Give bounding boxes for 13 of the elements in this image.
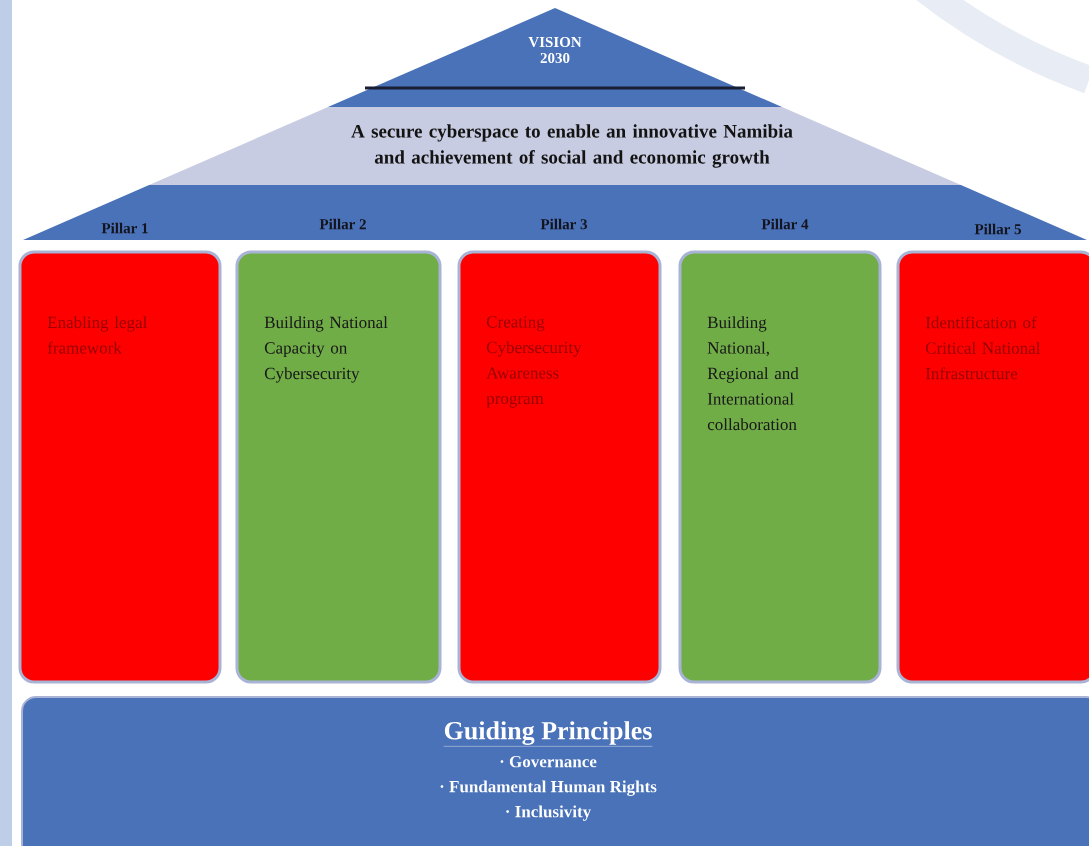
vision-triangle: VISION 2030 <box>328 8 782 107</box>
pillar-box: Pillar 3 Creating Cybersecurity Awareness program <box>457 218 662 684</box>
pillar-box: Pillar 2 Building National Capacity on Cybersecurity <box>235 218 442 684</box>
pillar-box: Pillar 5 Identification of Critical National Infrastructure <box>896 223 1089 684</box>
pillar-box: Pillar 4 Building National, Regional and International collaboration <box>678 218 882 684</box>
node-label: Pillar 2 <box>319 218 366 230</box>
node-label: Pillar 4 <box>761 218 809 230</box>
principles-band: Guiding Principles · Governance · Fundamental Human Rights · Inclusivity <box>21 696 1089 846</box>
node-label: Pillar 3 <box>540 218 588 230</box>
statement-band: A secure cyberspace to enable an innovative Namibia and achievement of social and economic growth <box>149 107 961 185</box>
node-label: Pillar 5 <box>974 223 1022 235</box>
pillar-box: Pillar 1 Enabling legal framework <box>18 222 222 684</box>
node-label: Pillar 1 <box>101 222 148 234</box>
